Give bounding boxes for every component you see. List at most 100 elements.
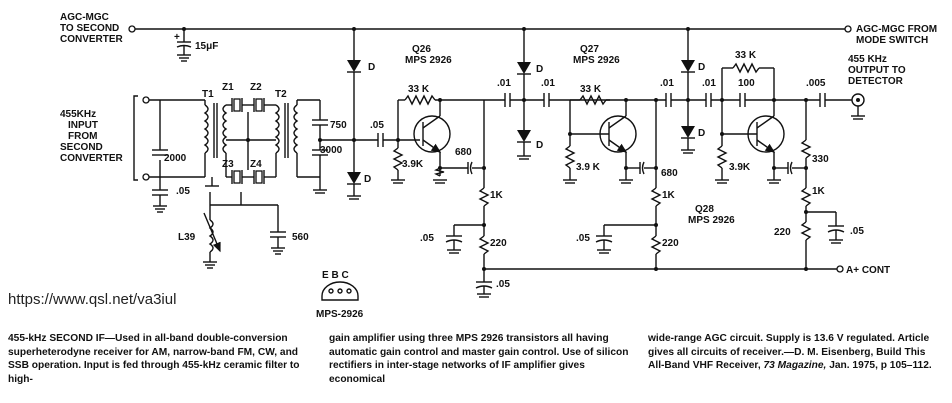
- svg-text:Q26: Q26: [412, 44, 431, 55]
- svg-text:.01: .01: [497, 78, 511, 89]
- svg-text:FROM: FROM: [68, 131, 97, 142]
- ceramic-filter-z2: Z2: [250, 82, 276, 112]
- transistor-pinout: E B C MPS-2926: [316, 270, 364, 320]
- svg-text:Z1: Z1: [222, 82, 234, 93]
- capacitor-2000: 2000: [152, 149, 187, 164]
- svg-text:.05: .05: [420, 233, 434, 244]
- svg-text:D: D: [698, 62, 705, 73]
- resistor-330: 330: [800, 98, 829, 188]
- resistor-33k-2: 33 K: [568, 84, 666, 146]
- svg-text:220: 220: [774, 227, 791, 238]
- ceramic-filter-z3: Z3: [222, 159, 254, 184]
- svg-text:.01: .01: [660, 78, 674, 89]
- transistor-q26: Q26 MPS 2926: [405, 44, 452, 168]
- svg-text:.05: .05: [370, 120, 384, 131]
- svg-text:MODE SWITCH: MODE SWITCH: [856, 35, 928, 46]
- interstage-network-2: .01 .01: [660, 78, 740, 107]
- svg-text:D: D: [536, 140, 543, 151]
- svg-text:.05: .05: [576, 233, 590, 244]
- capacitor-05-coupling: .05: [370, 120, 420, 147]
- output-label: 455 KHz OUTPUT TO DETECTOR: [848, 54, 906, 87]
- svg-text:560: 560: [292, 232, 309, 243]
- svg-text:INPUT: INPUT: [68, 120, 98, 131]
- svg-text:A+ CONT: A+ CONT: [846, 265, 890, 276]
- svg-text:OUTPUT TO: OUTPUT TO: [848, 65, 906, 76]
- capacitor-05-decouple-3: .05: [806, 211, 864, 244]
- resistor-1k-3: 1K: [800, 186, 826, 222]
- svg-text:33 K: 33 K: [735, 50, 757, 61]
- svg-text:CONVERTER: CONVERTER: [60, 153, 124, 164]
- caption-column-3: wide-range AGC circuit. Supply is 13.6 V…: [648, 332, 944, 373]
- svg-text:3000: 3000: [320, 145, 343, 156]
- svg-text:330: 330: [812, 154, 829, 165]
- agc-right-label: AGC-MGC FROM MODE SWITCH: [856, 24, 937, 46]
- svg-text:TO SECOND: TO SECOND: [60, 23, 119, 34]
- svg-text:AGC-MGC FROM: AGC-MGC FROM: [856, 24, 937, 35]
- input-label: 455KHz INPUT FROM SECOND CONVERTER: [60, 95, 138, 181]
- svg-text:D: D: [536, 64, 543, 75]
- svg-text:MPS 2926: MPS 2926: [573, 55, 620, 66]
- input-terminals: [142, 96, 205, 181]
- svg-text:3.9 K: 3.9 K: [576, 162, 601, 173]
- resistor-33k-1: 33 K: [396, 84, 505, 142]
- svg-text:455 KHz: 455 KHz: [848, 54, 887, 65]
- svg-text:.005: .005: [806, 78, 826, 89]
- svg-text:1K: 1K: [812, 186, 826, 197]
- svg-text:D: D: [698, 128, 705, 139]
- svg-text:33 K: 33 K: [408, 84, 430, 95]
- ceramic-filter-z4: Z4: [250, 159, 276, 184]
- emitter-network-1: 680: [433, 147, 484, 184]
- capacitor-05-supply: .05: [475, 269, 510, 298]
- svg-text:.01: .01: [702, 78, 716, 89]
- svg-text:.01: .01: [541, 78, 555, 89]
- svg-text:680: 680: [661, 168, 678, 179]
- svg-text:E B C: E B C: [322, 270, 349, 281]
- svg-text:750: 750: [330, 120, 347, 131]
- capacitor-05-input: .05: [152, 177, 190, 213]
- source-url[interactable]: https://www.qsl.net/va3iul: [8, 291, 177, 308]
- magazine-title: 73 Magazine,: [763, 360, 827, 372]
- svg-text:3.9K: 3.9K: [402, 159, 424, 170]
- transistor-q28: Q28 MPS 2926: [688, 100, 785, 226]
- svg-text:680: 680: [455, 147, 472, 158]
- agc-left-label: AGC-MGC TO SECOND CONVERTER: [60, 12, 124, 45]
- svg-text:1K: 1K: [490, 190, 504, 201]
- svg-text:DETECTOR: DETECTOR: [848, 76, 904, 87]
- capacitor-750: 750: [312, 100, 347, 140]
- svg-text:220: 220: [662, 238, 679, 249]
- svg-text:100: 100: [738, 78, 755, 89]
- svg-text:D: D: [368, 62, 375, 73]
- resistor-3-9k-3: 3.9K: [715, 145, 751, 184]
- emitter-network-3: [767, 161, 806, 184]
- resistor-220-1: 220: [478, 235, 507, 271]
- diode-agc-5: D: [681, 29, 705, 100]
- caption-column-3-text: wide-range AGC circuit. Supply is 13.6 V…: [648, 333, 930, 372]
- capacitor-3000: 3000: [312, 138, 378, 194]
- svg-text:.05: .05: [850, 226, 864, 237]
- emitter-network-2: 680: [619, 161, 678, 184]
- ground-filter: [205, 177, 219, 187]
- svg-text:SECOND: SECOND: [60, 142, 103, 153]
- caption-column-3-citation: Jan. 1975, p 105–112.: [826, 360, 932, 372]
- svg-text:Q27: Q27: [580, 44, 599, 55]
- resistor-33k-3: 33 K: [720, 50, 776, 146]
- svg-text:Z3: Z3: [222, 159, 234, 170]
- svg-text:1K: 1K: [662, 190, 676, 201]
- capacitor-05-decouple-2: .05: [576, 224, 656, 254]
- resistor-1k-2: 1K: [650, 98, 676, 236]
- resistor-3-9k-2: 3.9 K: [563, 145, 601, 184]
- svg-text:AGC-MGC: AGC-MGC: [60, 12, 109, 23]
- resistor-220-3: 220: [774, 221, 812, 269]
- svg-text:MPS 2926: MPS 2926: [405, 55, 452, 66]
- diode-agc-3: D: [517, 29, 543, 100]
- ceramic-filter-z1: Z1: [222, 82, 254, 112]
- diode-agc-1: D: [347, 29, 375, 142]
- svg-text:.05: .05: [176, 186, 190, 197]
- svg-text:D: D: [364, 174, 371, 185]
- svg-text:455KHz: 455KHz: [60, 109, 96, 120]
- svg-text:Z4: Z4: [250, 159, 262, 170]
- agc-bus: [128, 25, 852, 33]
- svg-text:MPS 2926: MPS 2926: [688, 215, 735, 226]
- svg-text:3.9K: 3.9K: [729, 162, 751, 173]
